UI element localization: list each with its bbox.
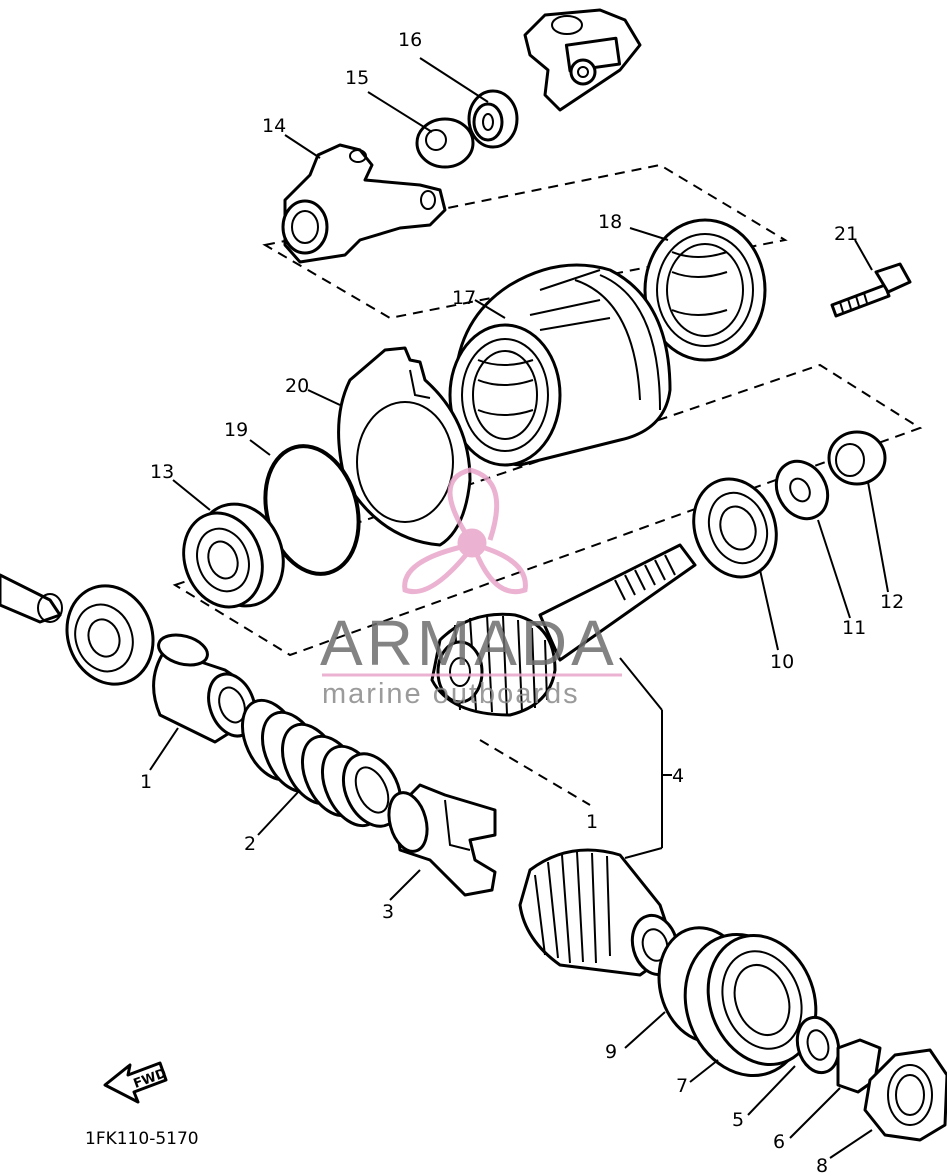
part-13-bearing [182,502,285,609]
watermark-title: ARMADA [320,607,618,679]
part-3-slider [387,783,497,897]
armada-watermark: ARMADA marine outboards [320,467,622,710]
callout-8: 8 [816,1155,828,1176]
part-17-housing [448,263,672,467]
part-20-shim [337,346,472,547]
callout-13: 13 [150,461,174,483]
callout-15: 15 [345,67,369,89]
leader-lines [149,57,889,1159]
callout-17: 17 [452,287,476,309]
watermark-subtitle: marine outboards [322,678,580,710]
part-8-nut [863,1048,947,1142]
assembly-box-upper [262,163,788,320]
callout-labels: 16 15 14 18 17 21 20 19 13 1 2 3 1 4 9 7… [140,29,904,1176]
part-2-spring [240,698,403,828]
part-12-seal [827,430,887,486]
propeller-logo [402,467,528,595]
callout-19: 19 [224,419,248,441]
part-15-washer [415,117,475,169]
shaft-end [0,573,63,624]
callout-11: 11 [842,617,866,639]
part-4-bevel-gear [518,848,680,977]
drawing-code: 1FK110-5170 [85,1129,199,1149]
part-5-washer [795,1015,841,1075]
assembly-line-lower [479,739,591,806]
callout-21: 21 [834,223,858,245]
part-10-bearing [692,477,778,579]
bearing-left [65,584,155,686]
part-4-pinion-gear [430,543,697,717]
callout-2: 2 [244,833,256,855]
fwd-arrow: FWD [103,1061,169,1104]
callout-14: 14 [262,115,286,137]
callout-20: 20 [285,375,309,397]
callout-9: 9 [605,1041,617,1063]
assembly-box-middle [172,363,923,657]
callout-5: 5 [732,1109,744,1131]
callout-12: 12 [880,591,904,613]
part-7-bearing [683,932,818,1078]
part-1-sleeve [152,633,257,744]
callout-1-secondary: 1 [586,811,598,833]
callout-18: 18 [598,211,622,233]
callout-7: 7 [676,1075,688,1097]
part-11-washer [774,459,830,521]
callout-16: 16 [398,29,422,51]
part-18-ring [643,218,767,362]
part-16-nut [467,89,519,149]
callout-10: 10 [770,651,794,673]
part-21-bolt [830,262,912,318]
callout-6: 6 [773,1131,785,1153]
callout-1: 1 [140,771,152,793]
callout-3: 3 [382,901,394,923]
callout-4: 4 [672,765,684,787]
universal-joint [523,8,642,112]
part-14-yoke [281,143,447,264]
